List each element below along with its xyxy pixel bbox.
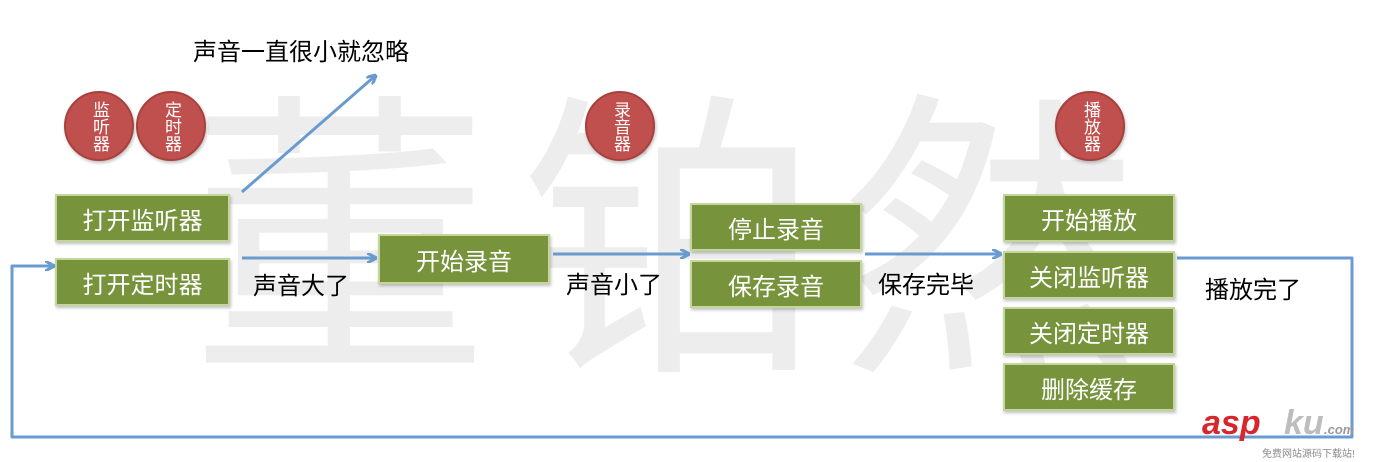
- quieter-label: 声音小了: [566, 271, 662, 299]
- delete-cache-box: 删除缓存: [1003, 363, 1175, 411]
- timer-circle: 定时器: [136, 91, 206, 161]
- site-logo: asp ku .com 免费网站源码下载站!: [1200, 402, 1368, 460]
- listener-circle: 监听器: [64, 91, 134, 161]
- close-listener-box: 关闭监听器: [1003, 251, 1175, 299]
- start-playback-box: 开始播放: [1003, 194, 1175, 242]
- recorder-circle: 录音器: [585, 91, 655, 161]
- saved-label: 保存完毕: [878, 271, 974, 299]
- playback-done-label: 播放完了: [1205, 276, 1301, 304]
- louder-label: 声音大了: [253, 272, 349, 300]
- timer-circle-label: 定时器: [161, 100, 181, 152]
- logo-tagline: 免费网站源码下载站!: [1262, 449, 1355, 460]
- logo-brand-a: asp: [1202, 404, 1261, 442]
- listener-circle-label: 监听器: [89, 100, 109, 152]
- player-circle-label: 播放器: [1080, 100, 1100, 152]
- arrow-loop-back: [10, 256, 1354, 439]
- start-recording-box: 开始录音: [378, 234, 550, 284]
- ignore-label: 声音一直很小就忽略: [193, 38, 409, 66]
- save-recording-box: 保存录音: [690, 260, 862, 308]
- open-listener-box: 打开监听器: [55, 194, 230, 242]
- logo-brand-b: ku: [1284, 404, 1324, 442]
- stop-recording-box: 停止录音: [690, 203, 862, 251]
- close-timer-box: 关闭定时器: [1003, 307, 1175, 355]
- recorder-circle-label: 录音器: [610, 100, 630, 152]
- player-circle: 播放器: [1055, 91, 1125, 161]
- arrow-ignore: [241, 76, 375, 194]
- logo-suffix: .com: [1324, 422, 1355, 437]
- open-timer-box: 打开定时器: [55, 258, 230, 306]
